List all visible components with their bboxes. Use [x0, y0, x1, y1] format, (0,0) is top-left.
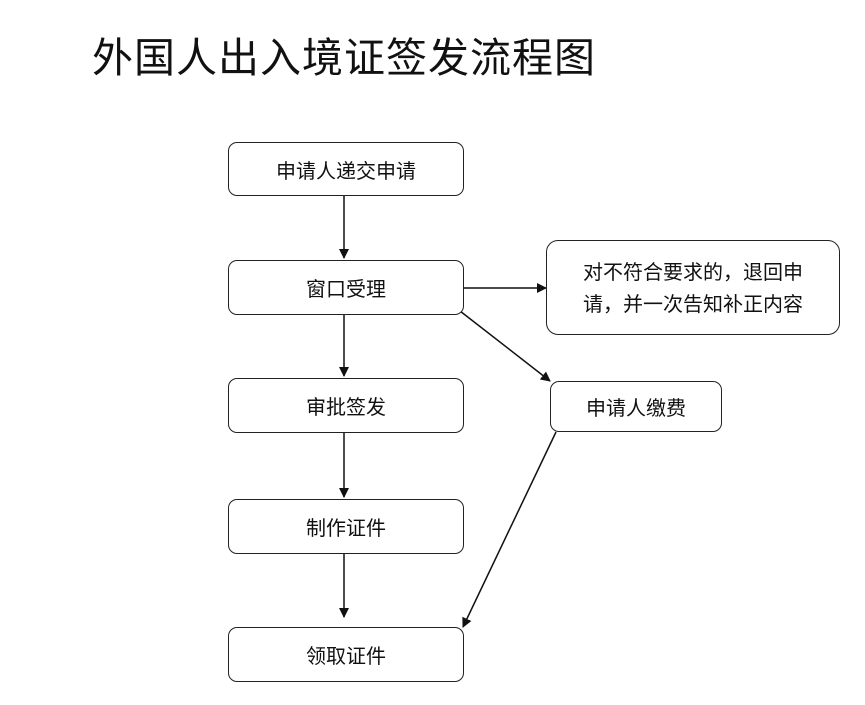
- diagram-title: 外国人出入境证签发流程图: [92, 34, 596, 82]
- node-window-acceptance: 窗口受理: [228, 260, 464, 315]
- node-make-certificate: 制作证件: [228, 499, 464, 554]
- node-collect-certificate: 领取证件: [228, 627, 464, 682]
- node-applicant-payment: 申请人缴费: [550, 381, 722, 432]
- node-review-issue: 审批签发: [228, 378, 464, 433]
- arrow-pay-to-collect: [462, 431, 557, 628]
- node-reject-notice: 对不符合要求的，退回申请，并一次告知补正内容: [546, 240, 840, 335]
- node-submit-application: 申请人递交申请: [228, 142, 464, 196]
- arrow-window-to-pay: [459, 310, 551, 382]
